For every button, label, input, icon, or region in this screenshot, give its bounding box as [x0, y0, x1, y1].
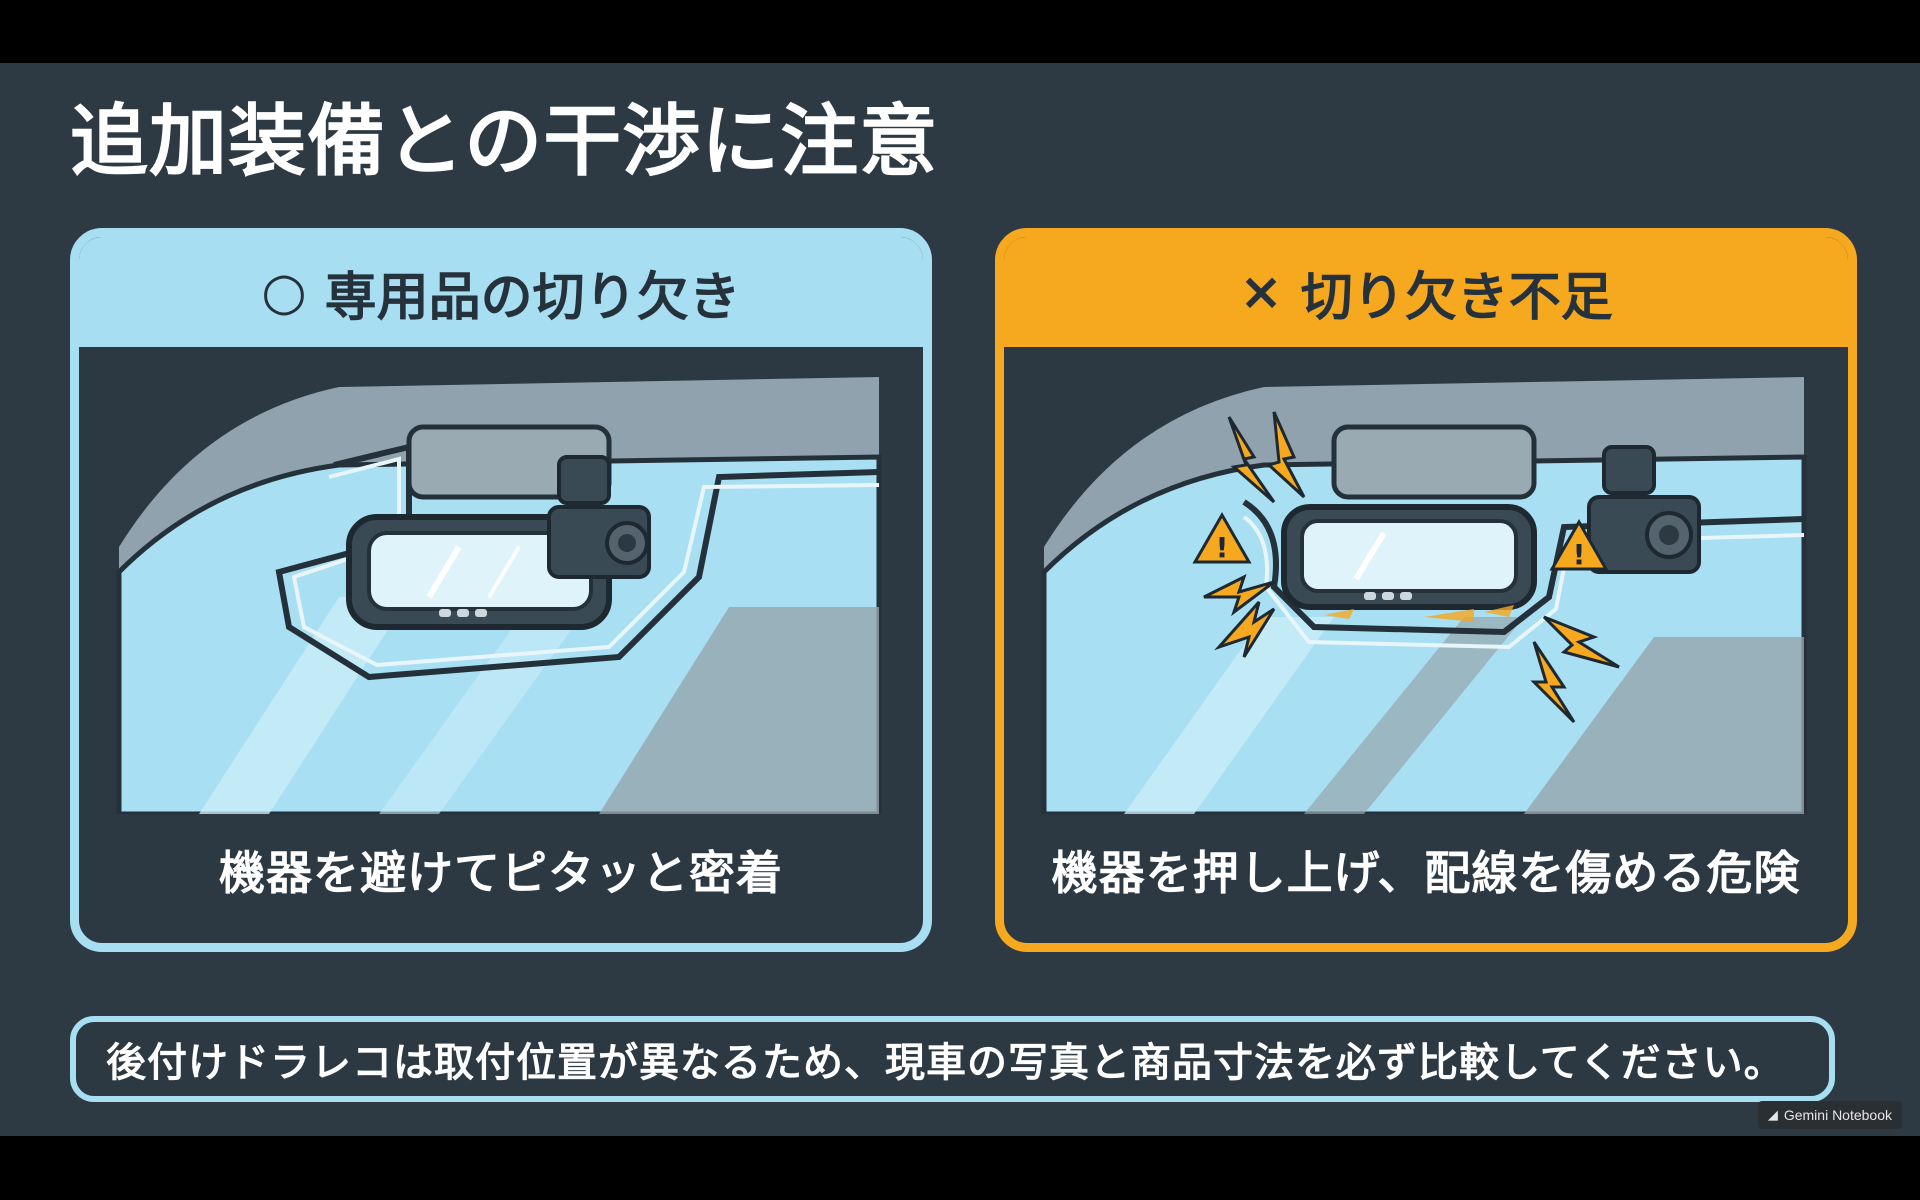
- sensor-cutout-too-small: [1242, 499, 1805, 636]
- panel-bad-title: 切り欠き不足: [1300, 267, 1613, 328]
- pressure-marks: [1324, 605, 1514, 622]
- panel-bad-caption: 機器を押し上げ、配線を傷める危険: [1051, 846, 1801, 900]
- circle-ok-icon: ○: [261, 262, 307, 322]
- panel-good-example: ○ 専用品の切り欠き: [70, 228, 932, 952]
- warning-icon-left: !: [1192, 511, 1252, 564]
- warning-icon-right: !: [1549, 518, 1609, 571]
- dashcam-device: [1587, 445, 1701, 574]
- svg-text:!: !: [1216, 531, 1229, 564]
- panel-good-title: 専用品の切り欠き: [324, 267, 741, 328]
- watermark-label: Gemini Notebook: [1783, 1107, 1892, 1123]
- illustration-bad: ! !: [1004, 347, 1848, 814]
- panel-good-caption: 機器を避けてピタッと密着: [219, 846, 783, 900]
- slide: 追加装備との干渉に注意 ○ 専用品の切り欠き: [0, 63, 1920, 1136]
- watermark-badge: ◢ Gemini Notebook: [1757, 1101, 1902, 1129]
- lightning-bolt-icons: [1203, 411, 1620, 724]
- dashcam-device: [547, 455, 651, 579]
- panel-bad-example: × 切り欠き不足: [995, 228, 1857, 952]
- page-title: 追加装備との干渉に注意: [70, 97, 939, 187]
- sensor-cutout: [275, 443, 880, 681]
- cross-ng-icon: ×: [1239, 262, 1283, 322]
- gemini-notebook-icon: ◢: [1767, 1107, 1778, 1122]
- illustration-good: [79, 347, 923, 814]
- footer-note: 後付けドラレコは取付位置が異なるため、現車の写真と商品寸法を必ず比較してください…: [70, 1016, 1835, 1102]
- panel-bad-header: × 切り欠き不足: [1004, 237, 1848, 347]
- svg-text:!: !: [1573, 538, 1586, 571]
- panel-good-header: ○ 専用品の切り欠き: [79, 237, 923, 347]
- sensor-housing: [1331, 424, 1537, 500]
